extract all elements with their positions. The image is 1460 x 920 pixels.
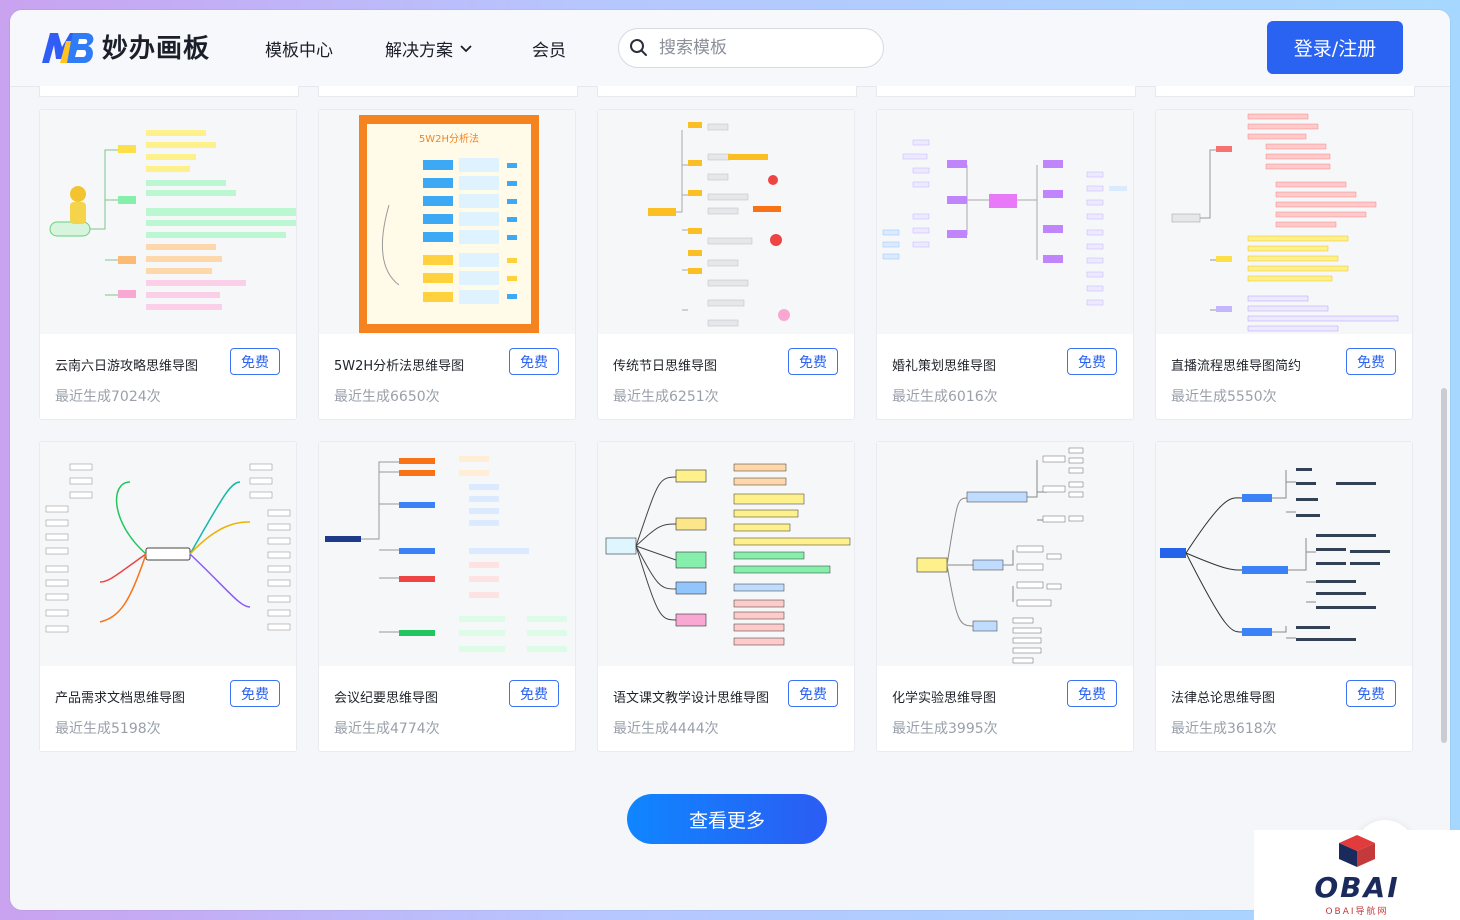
svg-text:5W2H分析法: 5W2H分析法: [419, 132, 479, 145]
template-card[interactable]: 传统节日思维导图 免费 最近生成6251次: [597, 109, 855, 420]
template-card[interactable]: 会议纪要思维导图 免费 最近生成4774次: [318, 441, 576, 752]
card-peek: [39, 86, 299, 97]
template-card[interactable]: 婚礼策划思维导图 免费 最近生成6016次: [876, 109, 1134, 420]
free-badge: 免费: [1067, 348, 1117, 375]
free-badge: 免费: [788, 680, 838, 707]
free-badge: 免费: [1346, 348, 1396, 375]
generation-count: 最近生成5198次: [55, 721, 161, 737]
nav-template-center[interactable]: 模板中心: [265, 36, 333, 61]
search-box[interactable]: [618, 28, 884, 68]
generation-count: 最近生成5550次: [1171, 389, 1277, 405]
watermark-subtitle: OBAI导航网: [1325, 907, 1389, 917]
nav-label: 解决方案: [385, 41, 453, 61]
card-peek: [1155, 86, 1415, 97]
template-title: 传统节日思维导图: [613, 359, 718, 374]
logo-icon: [42, 32, 94, 63]
card-peek: [876, 86, 1136, 97]
template-title: 语文课文教学设计思维导图: [613, 691, 770, 706]
template-title: 直播流程思维导图简约: [1171, 359, 1302, 374]
template-thumbnail: [40, 442, 296, 666]
generation-count: 最近生成6650次: [334, 389, 440, 405]
generation-count: 最近生成6251次: [613, 389, 719, 405]
free-badge: 免费: [230, 680, 280, 707]
template-thumbnail: 5W2H分析法: [319, 110, 575, 334]
free-badge: 免费: [1346, 680, 1396, 707]
cube-icon: [1339, 835, 1375, 867]
template-title: 云南六日游攻略思维导图: [55, 359, 199, 374]
template-title: 会议纪要思维导图: [334, 691, 439, 706]
generation-count: 最近生成6016次: [892, 389, 998, 405]
view-more-button[interactable]: 查看更多: [627, 794, 827, 844]
brand-logo[interactable]: 妙办画板: [40, 28, 210, 65]
generation-count: 最近生成4444次: [613, 721, 719, 737]
template-thumbnail: [598, 110, 854, 334]
search-input[interactable]: [657, 37, 861, 59]
nav-membership[interactable]: 会员: [532, 36, 566, 61]
template-thumbnail: [877, 110, 1133, 334]
watermark: OBAI OBAI导航网: [1254, 830, 1460, 920]
card-peek: [597, 86, 857, 97]
template-thumbnail: [40, 110, 296, 334]
free-badge: 免费: [509, 348, 559, 375]
browser-window: 妙办画板 模板中心 解决方案 会员 登录/注册: [10, 10, 1450, 910]
top-navbar: 妙办画板 模板中心 解决方案 会员 登录/注册: [10, 10, 1450, 87]
free-badge: 免费: [509, 680, 559, 707]
template-card[interactable]: 语文课文教学设计思维导图 免费 最近生成4444次: [597, 441, 855, 752]
nav-label: 模板中心: [265, 41, 333, 61]
nav-solutions[interactable]: 解决方案: [385, 36, 473, 61]
template-title: 5W2H分析法思维导图: [334, 359, 465, 374]
free-badge: 免费: [1067, 680, 1117, 707]
brand-name: 妙办画板: [102, 34, 211, 64]
free-badge: 免费: [230, 348, 280, 375]
chevron-down-icon: [460, 44, 472, 52]
template-card[interactable]: 产品需求文档思维导图 免费 最近生成5198次: [39, 441, 297, 752]
nav-label: 会员: [532, 41, 566, 61]
template-thumbnail: [319, 442, 575, 666]
watermark-brand: OBAI: [1314, 871, 1400, 904]
template-card[interactable]: 直播流程思维导图简约 免费 最近生成5550次: [1155, 109, 1413, 420]
template-card[interactable]: 5W2H分析法 5W2H分析法思维导图 免费 最近生成6650次: [318, 109, 576, 420]
generation-count: 最近生成7024次: [55, 389, 161, 405]
template-title: 法律总论思维导图: [1171, 691, 1276, 706]
login-register-button[interactable]: 登录/注册: [1267, 21, 1403, 74]
template-title: 婚礼策划思维导图: [892, 359, 997, 374]
template-thumbnail: [598, 442, 854, 666]
search-icon: [630, 39, 647, 56]
template-thumbnail: [877, 442, 1133, 666]
template-title: 化学实验思维导图: [892, 691, 997, 706]
card-peek: [318, 86, 578, 97]
vertical-scrollbar[interactable]: [1441, 388, 1447, 743]
template-title: 产品需求文档思维导图: [55, 691, 186, 706]
template-thumbnail: [1156, 442, 1412, 666]
template-card[interactable]: 法律总论思维导图 免费 最近生成3618次: [1155, 441, 1413, 752]
template-card[interactable]: 化学实验思维导图 免费 最近生成3995次: [876, 441, 1134, 752]
generation-count: 最近生成4774次: [334, 721, 440, 737]
generation-count: 最近生成3618次: [1171, 721, 1277, 737]
generation-count: 最近生成3995次: [892, 721, 998, 737]
template-thumbnail: [1156, 110, 1412, 334]
template-card[interactable]: 云南六日游攻略思维导图 免费 最近生成7024次: [39, 109, 297, 420]
free-badge: 免费: [788, 348, 838, 375]
